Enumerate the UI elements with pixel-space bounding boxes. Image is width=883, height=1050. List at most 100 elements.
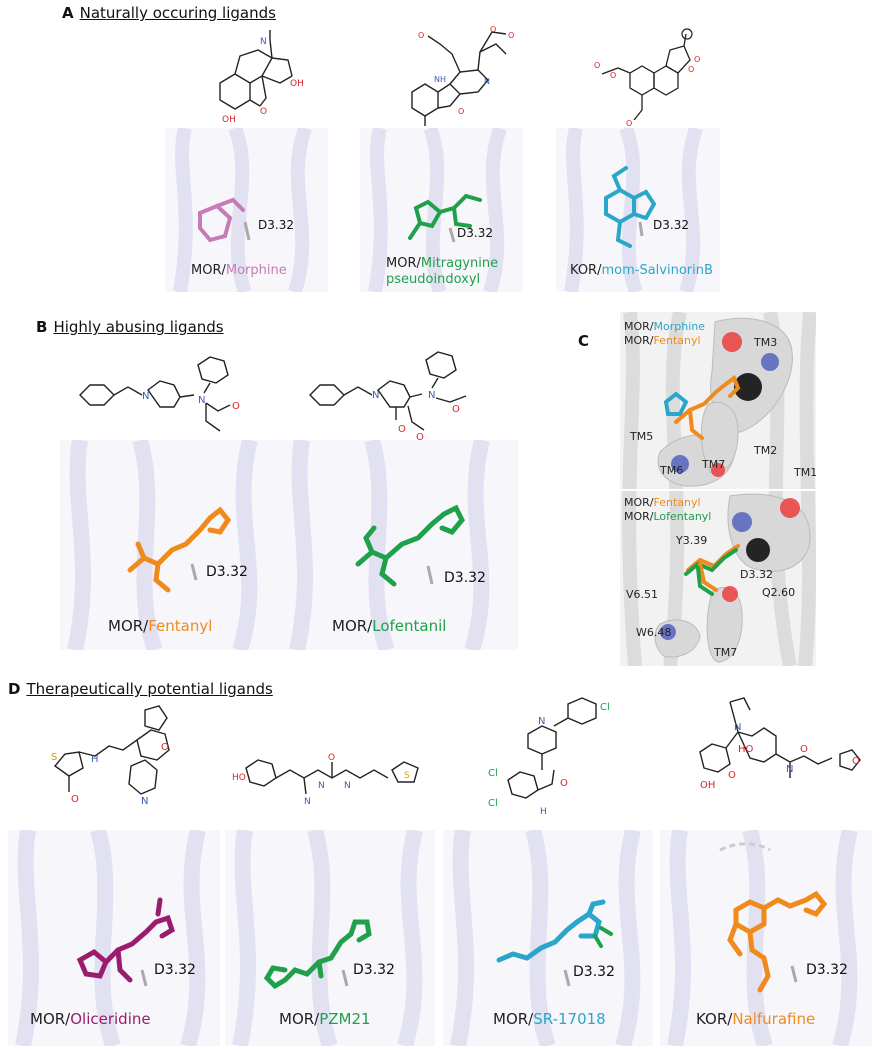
svg-text:N: N bbox=[734, 722, 741, 733]
svg-text:N: N bbox=[786, 764, 793, 775]
q260-label: Q2.60 bbox=[762, 586, 796, 599]
svg-text:O: O bbox=[688, 65, 694, 74]
panel-b-lofentanil-caption: MOR/Lofentanil bbox=[332, 617, 447, 635]
panel-d-sr17018: D3.32 MOR/SR-17018 bbox=[443, 830, 653, 1046]
svg-text:O: O bbox=[458, 107, 464, 116]
panel-a-mitragynine-caption: MOR/Mitragynine pseudoindoxyl bbox=[386, 256, 499, 287]
tm5-label: TM5 bbox=[630, 430, 654, 443]
morphine-structure: N OH O OH bbox=[219, 30, 304, 125]
svg-text:OH: OH bbox=[700, 780, 715, 791]
svg-text:N: N bbox=[198, 395, 205, 406]
svg-text:N: N bbox=[428, 390, 435, 401]
panel-d-pzm21-caption: MOR/PZM21 bbox=[279, 1010, 371, 1028]
svg-text:N: N bbox=[142, 391, 149, 402]
panel-d-sr17018-caption: MOR/SR-17018 bbox=[493, 1010, 606, 1028]
residue-label: D3.32 bbox=[653, 218, 689, 232]
fentanyl-structure: N N O bbox=[79, 356, 240, 432]
panel-d-nalfurafine: D3.32 KOR/Nalfurafine bbox=[660, 830, 872, 1046]
v651-label: V6.51 bbox=[626, 588, 659, 601]
svg-text:N: N bbox=[318, 781, 325, 791]
svg-text:O: O bbox=[260, 107, 267, 117]
nalfurafine-structure: N HO O N O OH O bbox=[699, 697, 861, 791]
svg-text:O: O bbox=[594, 61, 600, 70]
mitragynine-structure: NH N O O O O bbox=[411, 25, 514, 126]
d332-label: D3.32 bbox=[740, 568, 773, 581]
svg-text:O: O bbox=[232, 401, 240, 412]
lofentanil-structure: N N O O O bbox=[309, 351, 467, 443]
residue-label: D3.32 bbox=[806, 962, 848, 978]
residue-label: D3.32 bbox=[573, 964, 615, 980]
pzm21-structure: HO N O N N S bbox=[232, 753, 419, 807]
residue-label: D3.32 bbox=[457, 226, 493, 240]
svg-text:N: N bbox=[304, 797, 311, 807]
svg-text:O: O bbox=[728, 770, 736, 781]
svg-text:O: O bbox=[418, 31, 424, 40]
svg-text:NH: NH bbox=[434, 75, 446, 84]
svg-text:N: N bbox=[484, 77, 490, 86]
panel-a-salvinorin: D3.32 KOR/mom-SalvinorinB bbox=[556, 128, 720, 292]
svg-text:HO: HO bbox=[738, 744, 754, 755]
sr17018-structure: Cl N Cl Cl O H bbox=[488, 697, 610, 817]
svg-text:N: N bbox=[141, 796, 148, 807]
svg-text:N: N bbox=[260, 37, 267, 47]
panel-a-morphine-caption: MOR/Morphine bbox=[191, 263, 287, 278]
panel-c: MOR/Morphine MOR/Fentanyl TM3 TM5 TM2 TM… bbox=[620, 312, 816, 666]
svg-text:Cl: Cl bbox=[600, 702, 610, 713]
svg-text:O: O bbox=[852, 756, 860, 767]
y339-label: Y3.39 bbox=[676, 534, 708, 547]
svg-text:S: S bbox=[404, 771, 410, 781]
oliceridine-structure: O H S O N bbox=[51, 705, 170, 807]
svg-text:OH: OH bbox=[222, 115, 236, 125]
svg-text:OH: OH bbox=[290, 79, 304, 89]
svg-text:O: O bbox=[490, 25, 496, 34]
tm7-label: TM7 bbox=[702, 458, 726, 471]
tm6-label: TM6 bbox=[660, 464, 684, 477]
salvinorin-structure: O O O O O bbox=[594, 28, 700, 128]
svg-text:Cl: Cl bbox=[488, 768, 498, 779]
svg-text:O: O bbox=[452, 404, 460, 415]
svg-text:O: O bbox=[508, 31, 514, 40]
panel-c-top-legend: MOR/Morphine MOR/Fentanyl bbox=[624, 320, 705, 347]
svg-text:N: N bbox=[538, 716, 545, 727]
panel-a-morphine: D3.32 MOR/Morphine bbox=[165, 128, 328, 292]
residue-label: D3.32 bbox=[258, 218, 294, 232]
svg-text:O: O bbox=[800, 744, 808, 755]
tm1-label: TM1 bbox=[794, 466, 816, 479]
svg-text:O: O bbox=[610, 71, 616, 80]
svg-text:Cl: Cl bbox=[488, 798, 498, 809]
svg-text:O: O bbox=[694, 55, 700, 64]
svg-text:HO: HO bbox=[232, 773, 246, 783]
panel-b-fentanyl-caption: MOR/Fentanyl bbox=[108, 617, 213, 635]
residue-label: D3.32 bbox=[206, 564, 248, 580]
panel-c-bottom-legend: MOR/Fentanyl MOR/Lofentanyl bbox=[624, 496, 712, 523]
tm7-bottom-label: TM7 bbox=[714, 646, 738, 659]
svg-text:H: H bbox=[540, 807, 547, 817]
svg-text:O: O bbox=[328, 753, 335, 763]
svg-text:O: O bbox=[560, 778, 568, 789]
svg-text:N: N bbox=[344, 781, 351, 791]
svg-text:O: O bbox=[398, 424, 406, 435]
panel-d-pzm21: D3.32 MOR/PZM21 bbox=[225, 830, 435, 1046]
svg-text:H: H bbox=[91, 754, 99, 765]
tm3-label: TM3 bbox=[754, 336, 778, 349]
panel-a-mitragynine: D3.32 MOR/Mitragynine pseudoindoxyl bbox=[360, 128, 523, 292]
panel-a-salvinorin-caption: KOR/mom-SalvinorinB bbox=[570, 263, 713, 278]
residue-label: D3.32 bbox=[444, 570, 486, 586]
svg-text:O: O bbox=[416, 432, 424, 443]
section-c-letter: C bbox=[578, 332, 590, 350]
svg-text:N: N bbox=[372, 390, 379, 401]
panel-d-oliceridine: D3.32 MOR/Oliceridine bbox=[8, 830, 220, 1046]
panel-b-fentanyl: D3.32 MOR/Fentanyl bbox=[60, 440, 282, 650]
panel-b-lofentanil: D3.32 MOR/Lofentanil bbox=[282, 440, 518, 650]
w648-label: W6.48 bbox=[636, 626, 672, 639]
panel-d-nalfurafine-caption: KOR/Nalfurafine bbox=[696, 1010, 816, 1028]
tm2-label: TM2 bbox=[754, 444, 778, 457]
residue-label: D3.32 bbox=[353, 962, 395, 978]
svg-text:O: O bbox=[626, 119, 632, 128]
panel-d-oliceridine-caption: MOR/Oliceridine bbox=[30, 1010, 151, 1028]
svg-text:S: S bbox=[51, 752, 57, 763]
svg-text:O: O bbox=[161, 742, 169, 753]
